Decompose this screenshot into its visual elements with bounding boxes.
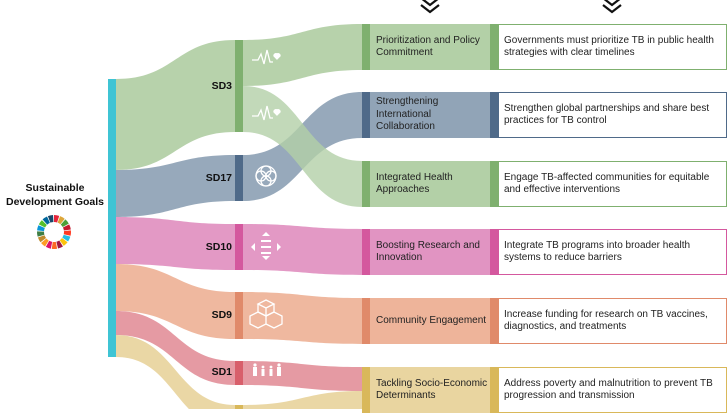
flow-yellow-to-socioeconomic	[243, 391, 362, 409]
sdg-wheel-segment	[47, 215, 54, 223]
strategy-box: Integrated Health Approaches	[370, 161, 490, 207]
flow-sd1-to-socioeconomic	[243, 361, 362, 391]
strategy-box: Tackling Socio-Economic Determinants	[370, 367, 490, 413]
goal-node-sd3	[235, 40, 243, 132]
action-box: Address poverty and malnutrition to prev…	[498, 367, 727, 413]
industry-cubes-icon	[249, 299, 283, 329]
flow-sdg-to-sd17	[116, 155, 235, 217]
action-text: Strengthen global partnerships and share…	[504, 102, 710, 127]
sdg-wheel-segment	[56, 240, 63, 249]
action-node-bar	[490, 161, 498, 207]
strategy-box: Boosting Research and Innovation	[370, 229, 490, 275]
strategy-node-bar	[362, 161, 370, 207]
flow-sdg-to-sd10	[116, 217, 235, 270]
action-node-bar	[490, 367, 498, 413]
sdg-wheel-segment	[51, 241, 58, 249]
action-node-bar	[490, 229, 498, 275]
flow-sdg-to-sd9	[116, 264, 235, 339]
action-text: Increase funding for research on TB vacc…	[504, 308, 708, 333]
sdg-wheel-segment	[63, 230, 71, 236]
sdg-wheel-segment	[54, 215, 60, 223]
goal-label-sd17: SD17	[205, 172, 232, 184]
goal-node-sd10	[235, 224, 243, 270]
sdg-wheel-segment	[37, 225, 45, 232]
sdg-source-node	[108, 79, 116, 357]
no-poverty-family-icon	[253, 363, 281, 376]
strategy-box: Community Engagement	[370, 298, 490, 344]
flow-sdg-to-sd3	[116, 40, 235, 170]
strategy-label: Integrated Health Approaches	[376, 171, 453, 196]
action-node-bar	[490, 24, 498, 70]
sdg-wheel-segment	[38, 220, 47, 228]
goal-node-sd9	[235, 292, 243, 339]
sdg-wheel-segment	[37, 231, 45, 237]
action-box: Governments must prioritize TB in public…	[498, 24, 727, 70]
partnership-rings-icon	[255, 165, 277, 187]
health-heartbeat-icon	[252, 49, 281, 65]
health-heartbeat-icon	[252, 105, 281, 121]
flow-sd10-to-research	[243, 224, 362, 275]
action-text: Governments must prioritize TB in public…	[504, 34, 714, 59]
diagram-title: Sustainable Development Goals	[5, 182, 105, 208]
goal-node-sd1	[235, 361, 243, 385]
action-box: Strengthen global partnerships and share…	[498, 92, 727, 138]
sdg-wheel-segment	[42, 216, 50, 225]
scroll-down-chevron-icon	[602, 0, 622, 14]
sdg-wheel-segment	[59, 238, 68, 246]
strategy-label: Tackling Socio-Economic Determinants	[376, 377, 488, 402]
action-box: Integrate TB programs into broader healt…	[498, 229, 727, 275]
sdg-wheel-segment	[62, 224, 71, 231]
sdg-wheel-logo	[37, 215, 71, 249]
strategy-label: Boosting Research and Innovation	[376, 239, 480, 264]
action-text: Integrate TB programs into broader healt…	[504, 239, 691, 264]
strategy-label: Prioritization and Policy Commitment	[376, 34, 480, 59]
sdg-wheel-segment	[60, 219, 69, 228]
action-node-bar	[490, 92, 498, 138]
strategy-label: Strengthening International Collaboratio…	[376, 96, 439, 133]
sdg-wheel-segment	[45, 240, 53, 249]
strategy-node-bar	[362, 229, 370, 275]
strategy-node-bar	[362, 298, 370, 344]
goal-label-sd9: SD9	[211, 309, 232, 321]
goal-label-sd3: SD3	[211, 80, 232, 92]
flow-sd3-to-prioritization	[243, 24, 362, 86]
sdg-wheel-segment	[41, 238, 49, 247]
sdg-wheel-segment	[37, 235, 47, 243]
strategy-node-bar	[362, 24, 370, 70]
strategy-node-bar	[362, 367, 370, 413]
strategy-node-bar	[362, 92, 370, 138]
sdg-wheel-segment	[62, 234, 71, 242]
strategy-label: Community Engagement	[376, 314, 487, 326]
goal-node-yellow	[235, 405, 243, 409]
flow-sd3-to-integrated	[243, 86, 362, 207]
flow-sdg-to-sd1	[116, 311, 235, 385]
action-box: Increase funding for research on TB vacc…	[498, 298, 727, 344]
action-box: Engage TB-affected communities for equit…	[498, 161, 727, 207]
flow-sdg-to-yellow	[116, 335, 235, 409]
scroll-down-chevron-icon	[420, 0, 440, 14]
goal-label-sd1: SD1	[211, 366, 232, 378]
action-text: Engage TB-affected communities for equit…	[504, 171, 710, 196]
strategy-box: Prioritization and Policy Commitment	[370, 24, 490, 70]
flow-sd9-to-community	[243, 292, 362, 344]
goal-label-sd10: SD10	[205, 241, 232, 253]
action-node-bar	[490, 298, 498, 344]
goal-node-sd17	[235, 155, 243, 201]
action-text: Address poverty and malnutrition to prev…	[504, 377, 713, 402]
reduced-inequality-arrows-icon	[251, 232, 281, 260]
strategy-box: Strengthening International Collaboratio…	[370, 92, 490, 138]
sdg-wheel-segment	[57, 216, 65, 225]
